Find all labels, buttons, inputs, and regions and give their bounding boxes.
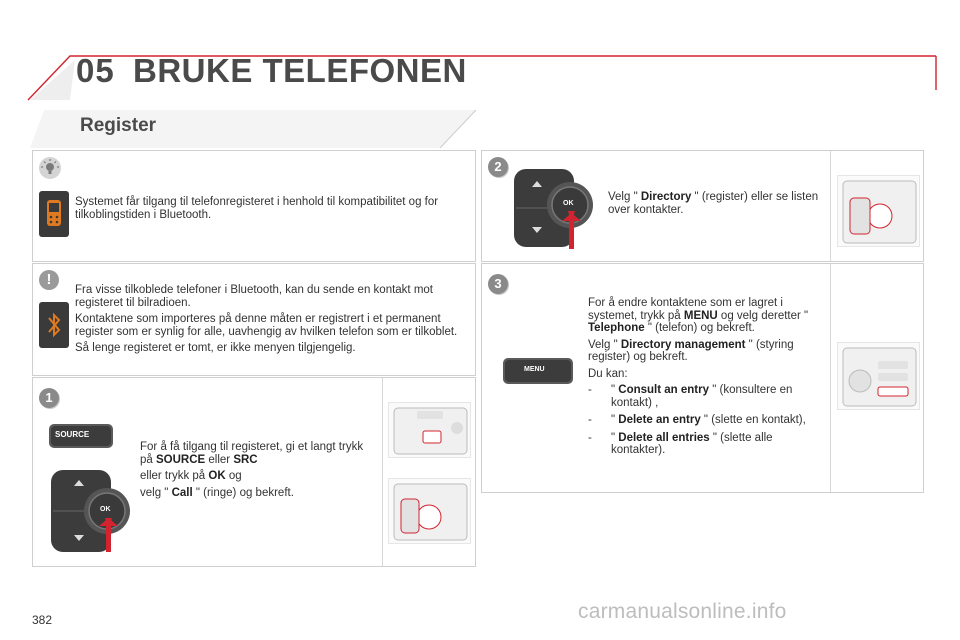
steering-control-thumbnail <box>388 478 471 544</box>
source-label: SOURCE <box>55 430 90 439</box>
step2-box: 2 OK Velg " Directory " (register) eller… <box>481 150 924 262</box>
lightbulb-icon <box>39 157 61 179</box>
source-button: SOURCE <box>48 422 114 450</box>
option-list: -" Consult an entry " (konsultere en kon… <box>588 384 814 457</box>
warning-p3: Så lenge registeret er tomt, er ikke men… <box>75 342 356 354</box>
step1-badge: 1 <box>39 388 59 408</box>
bluetooth-icon <box>39 302 69 348</box>
ok-pad: OK <box>512 167 602 253</box>
watermark: carmanualsonline.info <box>578 600 787 623</box>
step2-badge: 2 <box>488 157 508 177</box>
chapter-number: 05 <box>76 52 115 89</box>
step3-badge: 3 <box>488 274 508 294</box>
chapter-title: BRUKE TELEFONEN <box>133 52 467 89</box>
step1-line3: velg " Call " (ringe) og bekreft. <box>140 486 294 499</box>
ok-label: OK <box>563 200 574 207</box>
phone-register-icon <box>39 191 69 237</box>
step1-line1: For å få tilgang til registeret, gi et l… <box>140 441 364 466</box>
step2-text: Velg " Directory " (register) eller se l… <box>608 191 819 216</box>
page-number: 382 <box>32 613 53 627</box>
step1-box: 1 SOURCE OK For å få tilgang til regi <box>32 377 476 567</box>
menu-label: MENU <box>524 366 545 373</box>
steering-control-thumbnail <box>837 175 920 247</box>
list-item: -" Consult an entry " (konsultere en kon… <box>588 384 793 409</box>
header-decoration <box>27 55 937 149</box>
step3-p3: Du kan: <box>588 367 628 380</box>
section-title: Register <box>80 115 157 136</box>
step3-box: 3 MENU For å endre kontaktene som er lag… <box>481 263 924 493</box>
list-item: -" Delete an entry " (slette en kontakt)… <box>588 414 806 426</box>
ok-label: OK <box>100 506 111 513</box>
info-text: Systemet får tilgang til telefonregister… <box>75 196 439 221</box>
info-box: Systemet får tilgang til telefonregister… <box>32 150 476 262</box>
list-item: -" Delete all entries " (slette alle kon… <box>588 431 773 457</box>
radio-panel-thumbnail <box>388 402 471 458</box>
step3-p2: Velg " Directory management " (styring r… <box>588 338 794 364</box>
exclamation-icon: ! <box>39 270 59 290</box>
warning-p2: Kontaktene som importeres på denne måten… <box>75 313 458 338</box>
warning-box: ! Fra visse tilkoblede telefoner i Bluet… <box>32 263 476 376</box>
step1-line2: eller trykk på OK og <box>140 470 242 482</box>
menu-button: MENU <box>502 356 574 386</box>
radio-panel-thumbnail <box>837 342 920 410</box>
warning-p1: Fra visse tilkoblede telefoner i Bluetoo… <box>75 284 433 309</box>
step3-p1: For å endre kontaktene som er lagret i s… <box>588 297 809 334</box>
ok-pad: OK <box>49 468 139 554</box>
